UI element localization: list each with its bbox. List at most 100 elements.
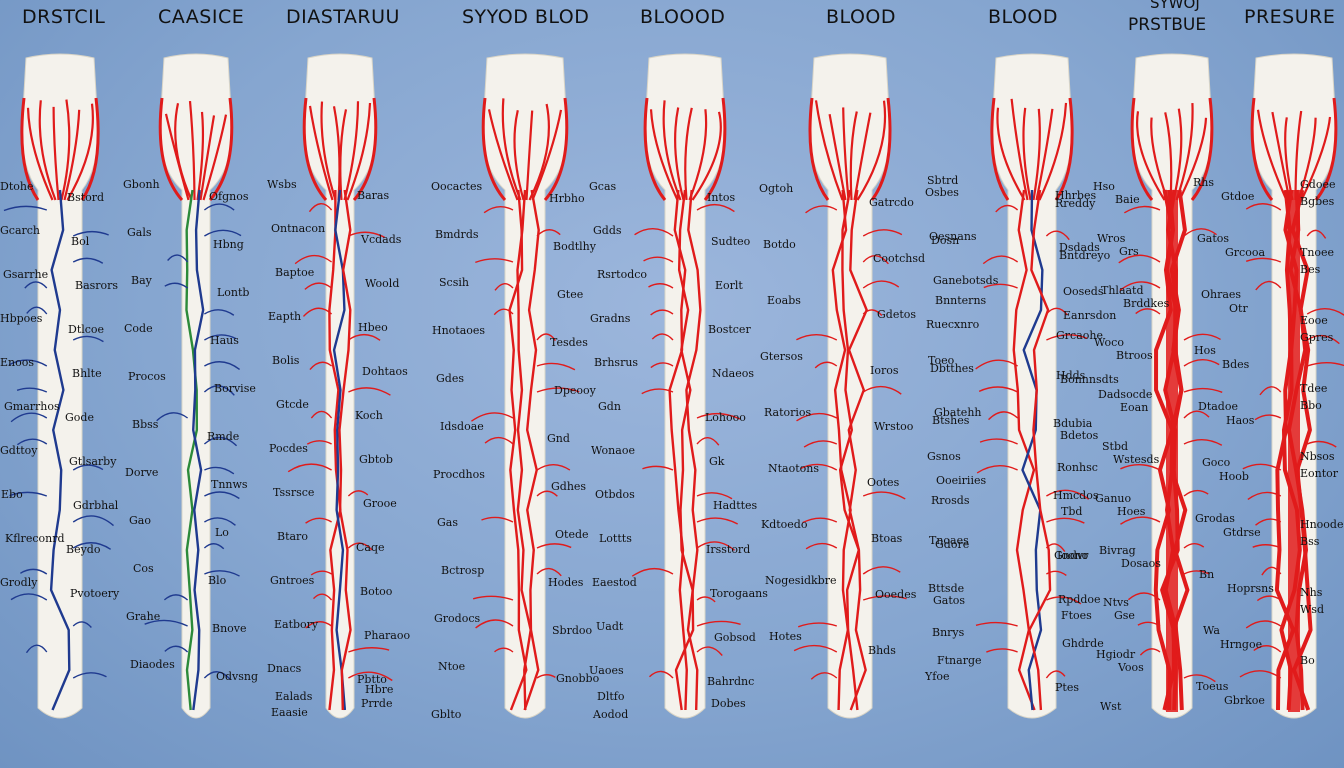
column-1-trunk bbox=[49, 189, 71, 711]
column-5-branch bbox=[696, 492, 733, 500]
column-1-head-branch bbox=[26, 107, 54, 201]
annotation-label: Hhrbes bbox=[1055, 189, 1097, 202]
column-5-head-branch bbox=[674, 107, 685, 201]
annotation-label: Hrngoe bbox=[1220, 638, 1263, 651]
column-6-branch bbox=[810, 672, 838, 680]
annotation-label: Sudteo bbox=[711, 235, 751, 248]
column-4-head-branch bbox=[531, 109, 563, 201]
annotation-label: Caqe bbox=[356, 541, 385, 554]
annotation-label: Bss bbox=[1300, 535, 1320, 548]
annotation-label: Woco bbox=[1094, 336, 1124, 349]
column-7-trunk bbox=[1012, 189, 1036, 711]
column-8-branch bbox=[1183, 410, 1210, 419]
column-8-head-outline-left bbox=[1130, 97, 1154, 201]
column-8-branch bbox=[1183, 359, 1220, 367]
annotation-label: Grooe bbox=[363, 497, 397, 510]
annotation-label: Brhsrus bbox=[594, 356, 639, 369]
column-9-head-branch bbox=[1284, 117, 1294, 201]
annotation-label: Dtlcoe bbox=[68, 323, 105, 336]
column-6-head-branch bbox=[842, 107, 850, 201]
column-4-branch bbox=[484, 436, 514, 445]
annotation-label: Procos bbox=[128, 370, 166, 383]
annotation-label: Gdore bbox=[935, 538, 970, 551]
column-9-head-outline-right bbox=[1314, 97, 1338, 201]
column-7-branch bbox=[988, 411, 1019, 421]
annotation-label: Gatos bbox=[1197, 232, 1230, 245]
column-6-branch bbox=[805, 205, 838, 214]
column-2-branch bbox=[203, 436, 238, 447]
column-1-head-branch bbox=[60, 99, 71, 201]
column-3-branch bbox=[306, 440, 332, 445]
annotation-label: Nhs bbox=[1300, 586, 1323, 599]
column-1-branch bbox=[72, 621, 92, 628]
column-3-head-branch bbox=[346, 102, 372, 201]
annotation-label: Nbsos bbox=[1300, 450, 1335, 463]
column-title-5: BLOOOD bbox=[640, 6, 726, 28]
column-6-trunk bbox=[838, 189, 861, 711]
annotation-label: Oesnans bbox=[929, 230, 977, 243]
annotation-label: Baras bbox=[357, 189, 390, 202]
column-1-branch bbox=[24, 281, 48, 289]
annotation-label: Gbatehh bbox=[934, 406, 982, 419]
column-1-head-branch bbox=[38, 100, 57, 201]
column-2-branch bbox=[203, 203, 235, 211]
annotation-label: Bahrdnc bbox=[707, 675, 755, 688]
column-6-branch bbox=[862, 229, 903, 237]
column-4-branch bbox=[494, 647, 514, 653]
column-8-branch bbox=[1120, 463, 1161, 471]
column-5-branch bbox=[650, 309, 674, 316]
column-9-trunk bbox=[1290, 189, 1313, 711]
annotation-label: Hoprsns bbox=[1227, 582, 1274, 595]
column-title-4: SYYOD BLOD bbox=[462, 6, 590, 28]
column-3-branch bbox=[348, 231, 386, 239]
column-7-branch bbox=[1046, 334, 1088, 341]
column-3-branch bbox=[294, 254, 333, 265]
column-3-head-branch bbox=[320, 101, 337, 201]
annotation-label: Wros bbox=[1097, 232, 1126, 245]
annotation-label: Idsdoae bbox=[440, 420, 484, 433]
column-9-head-branch bbox=[1297, 117, 1317, 201]
column-2-branch bbox=[203, 671, 231, 681]
annotation-label: Eatbory bbox=[274, 618, 319, 631]
column-8-branch bbox=[1123, 205, 1161, 214]
column-2-branch bbox=[204, 361, 241, 370]
annotation-label: Toeus bbox=[1196, 680, 1229, 693]
column-7-head-branch bbox=[996, 107, 1026, 201]
column-5-head-branch bbox=[662, 100, 682, 201]
column-5-branch bbox=[696, 620, 741, 627]
column-5-head-branch bbox=[649, 109, 679, 201]
column-title-6: BLOOD bbox=[826, 6, 896, 28]
annotation-label: Gtlsarby bbox=[69, 455, 117, 468]
annotation-label: Gtee bbox=[557, 288, 584, 301]
annotation-label: Ganuo bbox=[1095, 492, 1132, 505]
annotation-label: Bnrys bbox=[932, 626, 965, 639]
annotation-label: Grs bbox=[1119, 245, 1139, 258]
column-4-branch bbox=[536, 674, 556, 679]
column-5-branch bbox=[696, 646, 723, 656]
annotation-label: Nogesidkbre bbox=[765, 574, 837, 587]
column-7-branch bbox=[1045, 670, 1066, 679]
column-4-trunk bbox=[516, 189, 532, 711]
annotation-label: Hnotaoes bbox=[432, 324, 486, 337]
annotation-label: Grcaohe bbox=[1056, 329, 1103, 342]
annotation-label: Hrbho bbox=[549, 192, 585, 205]
column-8-branch bbox=[1183, 570, 1210, 575]
column-4-branch bbox=[494, 283, 514, 291]
annotation-label: Gcarch bbox=[0, 224, 41, 237]
annotation-label: Pbtto bbox=[357, 673, 387, 686]
annotation-label: Bmdrds bbox=[435, 228, 479, 241]
annotation-label: Lo bbox=[215, 526, 229, 539]
column-title-9: PRESURE bbox=[1244, 6, 1336, 28]
annotation-label: Ndaeos bbox=[712, 367, 755, 380]
annotation-label: Gobsod bbox=[714, 631, 756, 644]
annotation-label: Ioros bbox=[870, 364, 899, 377]
column-6-vessel-body bbox=[809, 53, 891, 719]
column-1-branch bbox=[72, 335, 104, 343]
column-5-branch bbox=[643, 256, 674, 263]
column-1-branch bbox=[26, 306, 48, 315]
column-3-branch bbox=[348, 647, 390, 653]
annotation-label: Oocactes bbox=[431, 180, 483, 193]
column-5-trunk bbox=[674, 189, 695, 711]
column-2-branch bbox=[204, 491, 240, 500]
annotation-label: Botoo bbox=[360, 585, 393, 598]
